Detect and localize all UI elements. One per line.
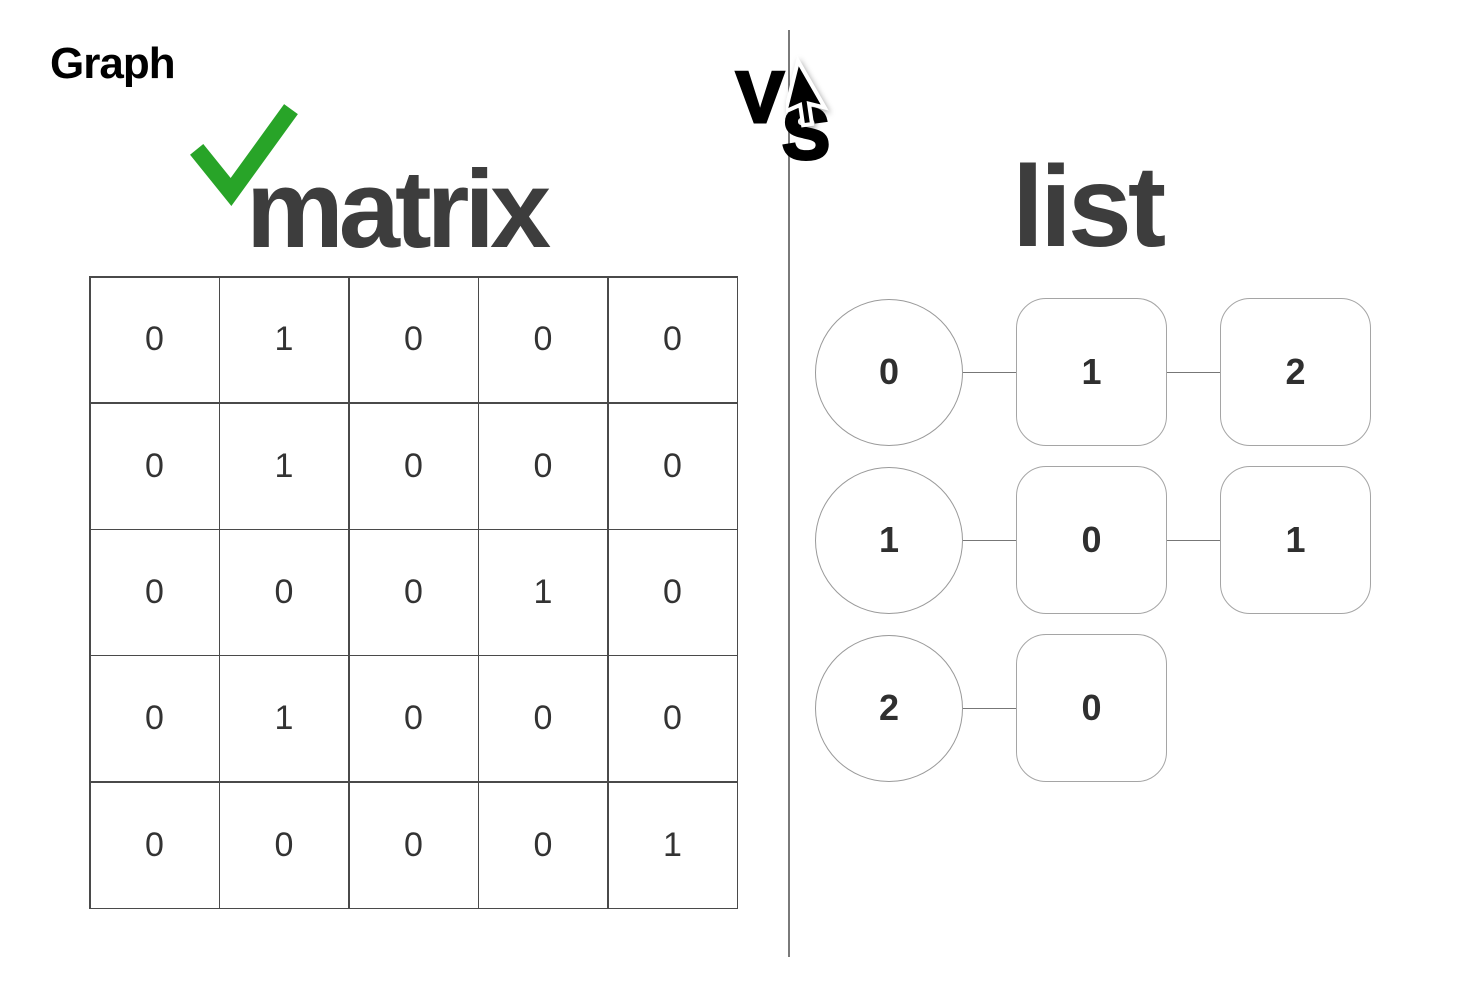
matrix-cell: 0 xyxy=(349,656,478,782)
graph-node-circle: 0 xyxy=(815,298,963,446)
connector-line xyxy=(1167,371,1220,373)
matrix-cell: 0 xyxy=(90,277,219,403)
matrix-heading: matrix xyxy=(246,148,551,271)
graph-node-circle: 2 xyxy=(815,634,963,782)
matrix-cell: 0 xyxy=(220,530,348,655)
list-heading: list xyxy=(1012,143,1166,271)
neighbor-box: 0 xyxy=(1016,634,1167,782)
neighbor-box: 2 xyxy=(1220,298,1371,446)
matrix-cell: 0 xyxy=(608,277,737,403)
matrix-cell: 0 xyxy=(608,403,737,529)
matrix-cell: 0 xyxy=(479,277,607,403)
matrix-cell: 1 xyxy=(479,530,607,655)
matrix-cell: 0 xyxy=(349,277,478,403)
matrix-cell: 0 xyxy=(90,530,219,655)
neighbor-box: 0 xyxy=(1016,466,1167,614)
neighbor-box: 1 xyxy=(1220,466,1371,614)
connector-line xyxy=(963,539,1016,541)
connector-line xyxy=(963,371,1016,373)
matrix-cell: 1 xyxy=(220,656,348,782)
matrix-cell: 1 xyxy=(608,782,737,908)
matrix-cell: 0 xyxy=(479,656,607,782)
matrix-cell: 0 xyxy=(479,782,607,908)
connector-line xyxy=(1167,539,1220,541)
matrix-cell: 0 xyxy=(479,403,607,529)
vs-label-v: V xyxy=(734,58,785,138)
matrix-cell: 1 xyxy=(220,277,348,403)
matrix-cell: 0 xyxy=(90,403,219,529)
matrix-cell: 0 xyxy=(608,530,737,655)
divider-line xyxy=(788,30,790,957)
matrix-cell: 0 xyxy=(220,782,348,908)
matrix-cell: 0 xyxy=(90,782,219,908)
matrix-cell: 0 xyxy=(349,403,478,529)
matrix-cell: 0 xyxy=(349,782,478,908)
page-title: Graph xyxy=(50,39,176,88)
check-icon xyxy=(190,104,298,206)
mouse-cursor-icon xyxy=(786,55,829,128)
matrix-cell: 1 xyxy=(220,403,348,529)
neighbor-box: 1 xyxy=(1016,298,1167,446)
connector-line xyxy=(963,707,1016,709)
matrix-cell: 0 xyxy=(90,656,219,782)
graph-node-circle: 1 xyxy=(815,466,963,614)
matrix-cell: 0 xyxy=(608,656,737,782)
matrix-cell: 0 xyxy=(349,530,478,655)
